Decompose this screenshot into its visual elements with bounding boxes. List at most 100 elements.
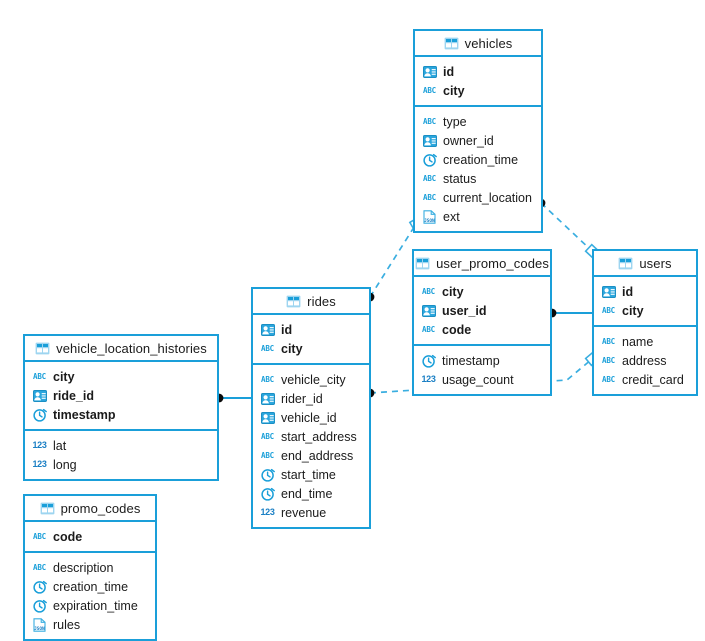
- column-field-rider_id[interactable]: rider_id: [253, 389, 369, 408]
- table-title: vehicle_location_histories: [56, 340, 207, 356]
- field-label: city: [281, 341, 303, 356]
- primary-key-field-id[interactable]: id: [253, 320, 369, 339]
- table-header-users[interactable]: users: [594, 251, 696, 277]
- field-label: credit_card: [622, 372, 684, 387]
- column-field-start_time[interactable]: start_time: [253, 465, 369, 484]
- column-field-expiration_time[interactable]: expiration_time: [25, 596, 155, 615]
- abc-icon: ABC: [261, 431, 274, 441]
- table-title: promo_codes: [60, 500, 141, 516]
- json-icon: JSON: [422, 209, 437, 224]
- clock-icon: [260, 468, 275, 482]
- relationship-user_promo_codes-users[interactable]: [547, 308, 593, 318]
- field-label: timestamp: [53, 407, 116, 422]
- field-label: long: [53, 457, 77, 472]
- primary-key-field-id[interactable]: id: [594, 282, 696, 301]
- column-field-creation_time[interactable]: creation_time: [25, 577, 155, 596]
- field-label: owner_id: [443, 133, 494, 148]
- field-label: user_id: [442, 303, 487, 318]
- field-label: current_location: [443, 190, 532, 205]
- clock-icon: [260, 487, 275, 501]
- field-label: id: [281, 322, 293, 337]
- primary-key-field-id[interactable]: id: [415, 62, 541, 81]
- column-field-timestamp[interactable]: timestamp: [414, 351, 550, 370]
- field-label: start_time: [281, 467, 336, 482]
- number-icon: 123: [32, 440, 47, 450]
- relationship-vehicle_location_histories-rides[interactable]: [214, 393, 252, 403]
- table-title: vehicles: [464, 35, 513, 51]
- primary-key-field-ride_id[interactable]: ride_id: [25, 386, 217, 405]
- field-label: creation_time: [53, 579, 129, 594]
- edge-line: [369, 223, 417, 298]
- column-field-long[interactable]: 123 long: [25, 455, 217, 474]
- table-header-rides[interactable]: rides: [253, 289, 369, 315]
- field-label: code: [53, 529, 83, 544]
- columns-section: ABC description creation_time expiration_ti…: [25, 553, 155, 639]
- field-label: usage_count: [442, 372, 514, 387]
- field-label: end_address: [281, 448, 354, 463]
- column-field-vehicle_id[interactable]: vehicle_id: [253, 408, 369, 427]
- primary-key-field-timestamp[interactable]: timestamp: [25, 405, 217, 424]
- clock-icon: [421, 354, 436, 368]
- table-header-promo_codes[interactable]: promo_codes: [25, 496, 155, 522]
- table-grid-icon: [40, 501, 55, 515]
- table-title: user_promo_codes: [436, 255, 549, 271]
- field-label: rules: [53, 617, 81, 632]
- column-field-lat[interactable]: 123 lat: [25, 436, 217, 455]
- id-card-icon: [601, 285, 616, 299]
- column-field-address[interactable]: ABC address: [594, 351, 696, 370]
- table-grid-icon: [444, 36, 459, 50]
- field-label: city: [622, 303, 644, 318]
- field-label: address: [622, 353, 667, 368]
- field-label: description: [53, 560, 114, 575]
- table-header-vehicles[interactable]: vehicles: [415, 31, 541, 57]
- id-card-icon: [260, 411, 275, 425]
- field-label: lat: [53, 438, 67, 453]
- number-icon: 123: [32, 459, 47, 469]
- table-header-user_promo_codes[interactable]: user_promo_codes: [414, 251, 550, 277]
- table-header-vehicle_location_histories[interactable]: vehicle_location_histories: [25, 336, 217, 362]
- primary-key-field-user_id[interactable]: user_id: [414, 301, 550, 320]
- abc-icon: ABC: [33, 562, 46, 572]
- abc-icon: ABC: [602, 355, 615, 365]
- column-field-creation_time[interactable]: creation_time: [415, 150, 541, 169]
- column-field-description[interactable]: ABC description: [25, 558, 155, 577]
- column-field-end_time[interactable]: end_time: [253, 484, 369, 503]
- table-grid-icon: [618, 256, 633, 270]
- field-label: id: [443, 64, 455, 79]
- column-field-owner_id[interactable]: owner_id: [415, 131, 541, 150]
- clock-icon: [32, 599, 47, 613]
